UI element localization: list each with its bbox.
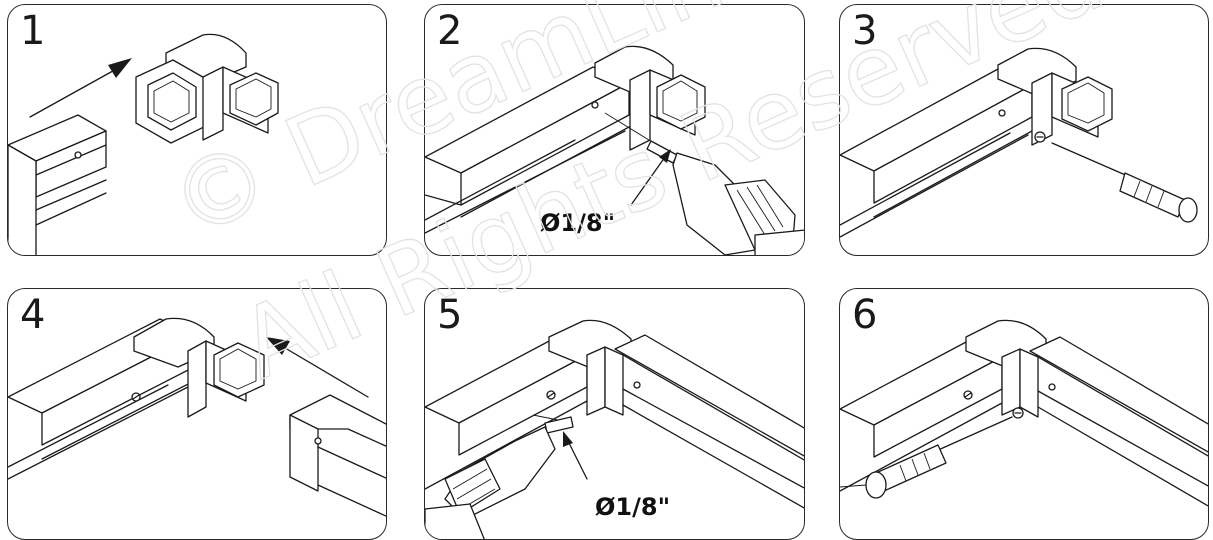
step-4-number: 4 — [20, 292, 46, 338]
screw-icon — [1034, 131, 1046, 143]
profile-rail-icon — [289, 394, 386, 517]
step-2-illustration — [425, 45, 804, 255]
step-3-illustration — [840, 47, 1198, 238]
step-5-panel: 5 — [424, 288, 805, 540]
screw-icon — [1012, 407, 1024, 419]
step-3-number: 3 — [852, 8, 878, 54]
step-1-illustration — [8, 33, 279, 255]
step-1-panel: 1 — [7, 4, 387, 256]
corner-connector-icon — [997, 47, 1113, 146]
insert-arrow-icon — [29, 58, 132, 118]
corner-connector-icon — [965, 319, 1047, 418]
screwdriver-icon — [1051, 142, 1198, 223]
screwdriver-icon — [840, 416, 1013, 499]
corner-connector-icon — [135, 33, 279, 144]
step-1-number: 1 — [20, 8, 46, 54]
step-2-panel: 2 — [424, 4, 805, 256]
step-5-illustration — [425, 319, 804, 539]
profile-rail-icon — [425, 66, 630, 234]
profile-rail-icon — [614, 334, 804, 509]
drill-size-label: Ø1/8" — [595, 493, 671, 521]
profile-rail-icon — [840, 340, 1003, 492]
drill-icon — [604, 112, 804, 255]
pointer-arrow-icon — [630, 149, 671, 206]
step-6-panel: 6 — [839, 288, 1209, 540]
step-6-number: 6 — [852, 292, 878, 338]
insert-arrow-icon — [266, 337, 369, 398]
corner-connector-icon — [594, 45, 706, 151]
step-3-panel: 3 — [839, 4, 1209, 256]
step-4-panel: 4 — [7, 288, 387, 540]
drill-size-label: Ø1/8" — [540, 209, 616, 237]
step-2-number: 2 — [437, 8, 463, 54]
pointer-arrow-icon — [563, 431, 588, 480]
corner-connector-icon — [133, 317, 265, 418]
profile-rail-icon — [840, 68, 1033, 238]
profile-rail-icon — [8, 114, 107, 255]
step-6-illustration — [840, 319, 1208, 507]
step-5-number: 5 — [437, 292, 463, 338]
step-4-illustration — [8, 317, 386, 517]
drill-icon — [425, 414, 574, 539]
profile-rail-icon — [1029, 336, 1208, 507]
corner-connector-icon — [548, 319, 632, 416]
